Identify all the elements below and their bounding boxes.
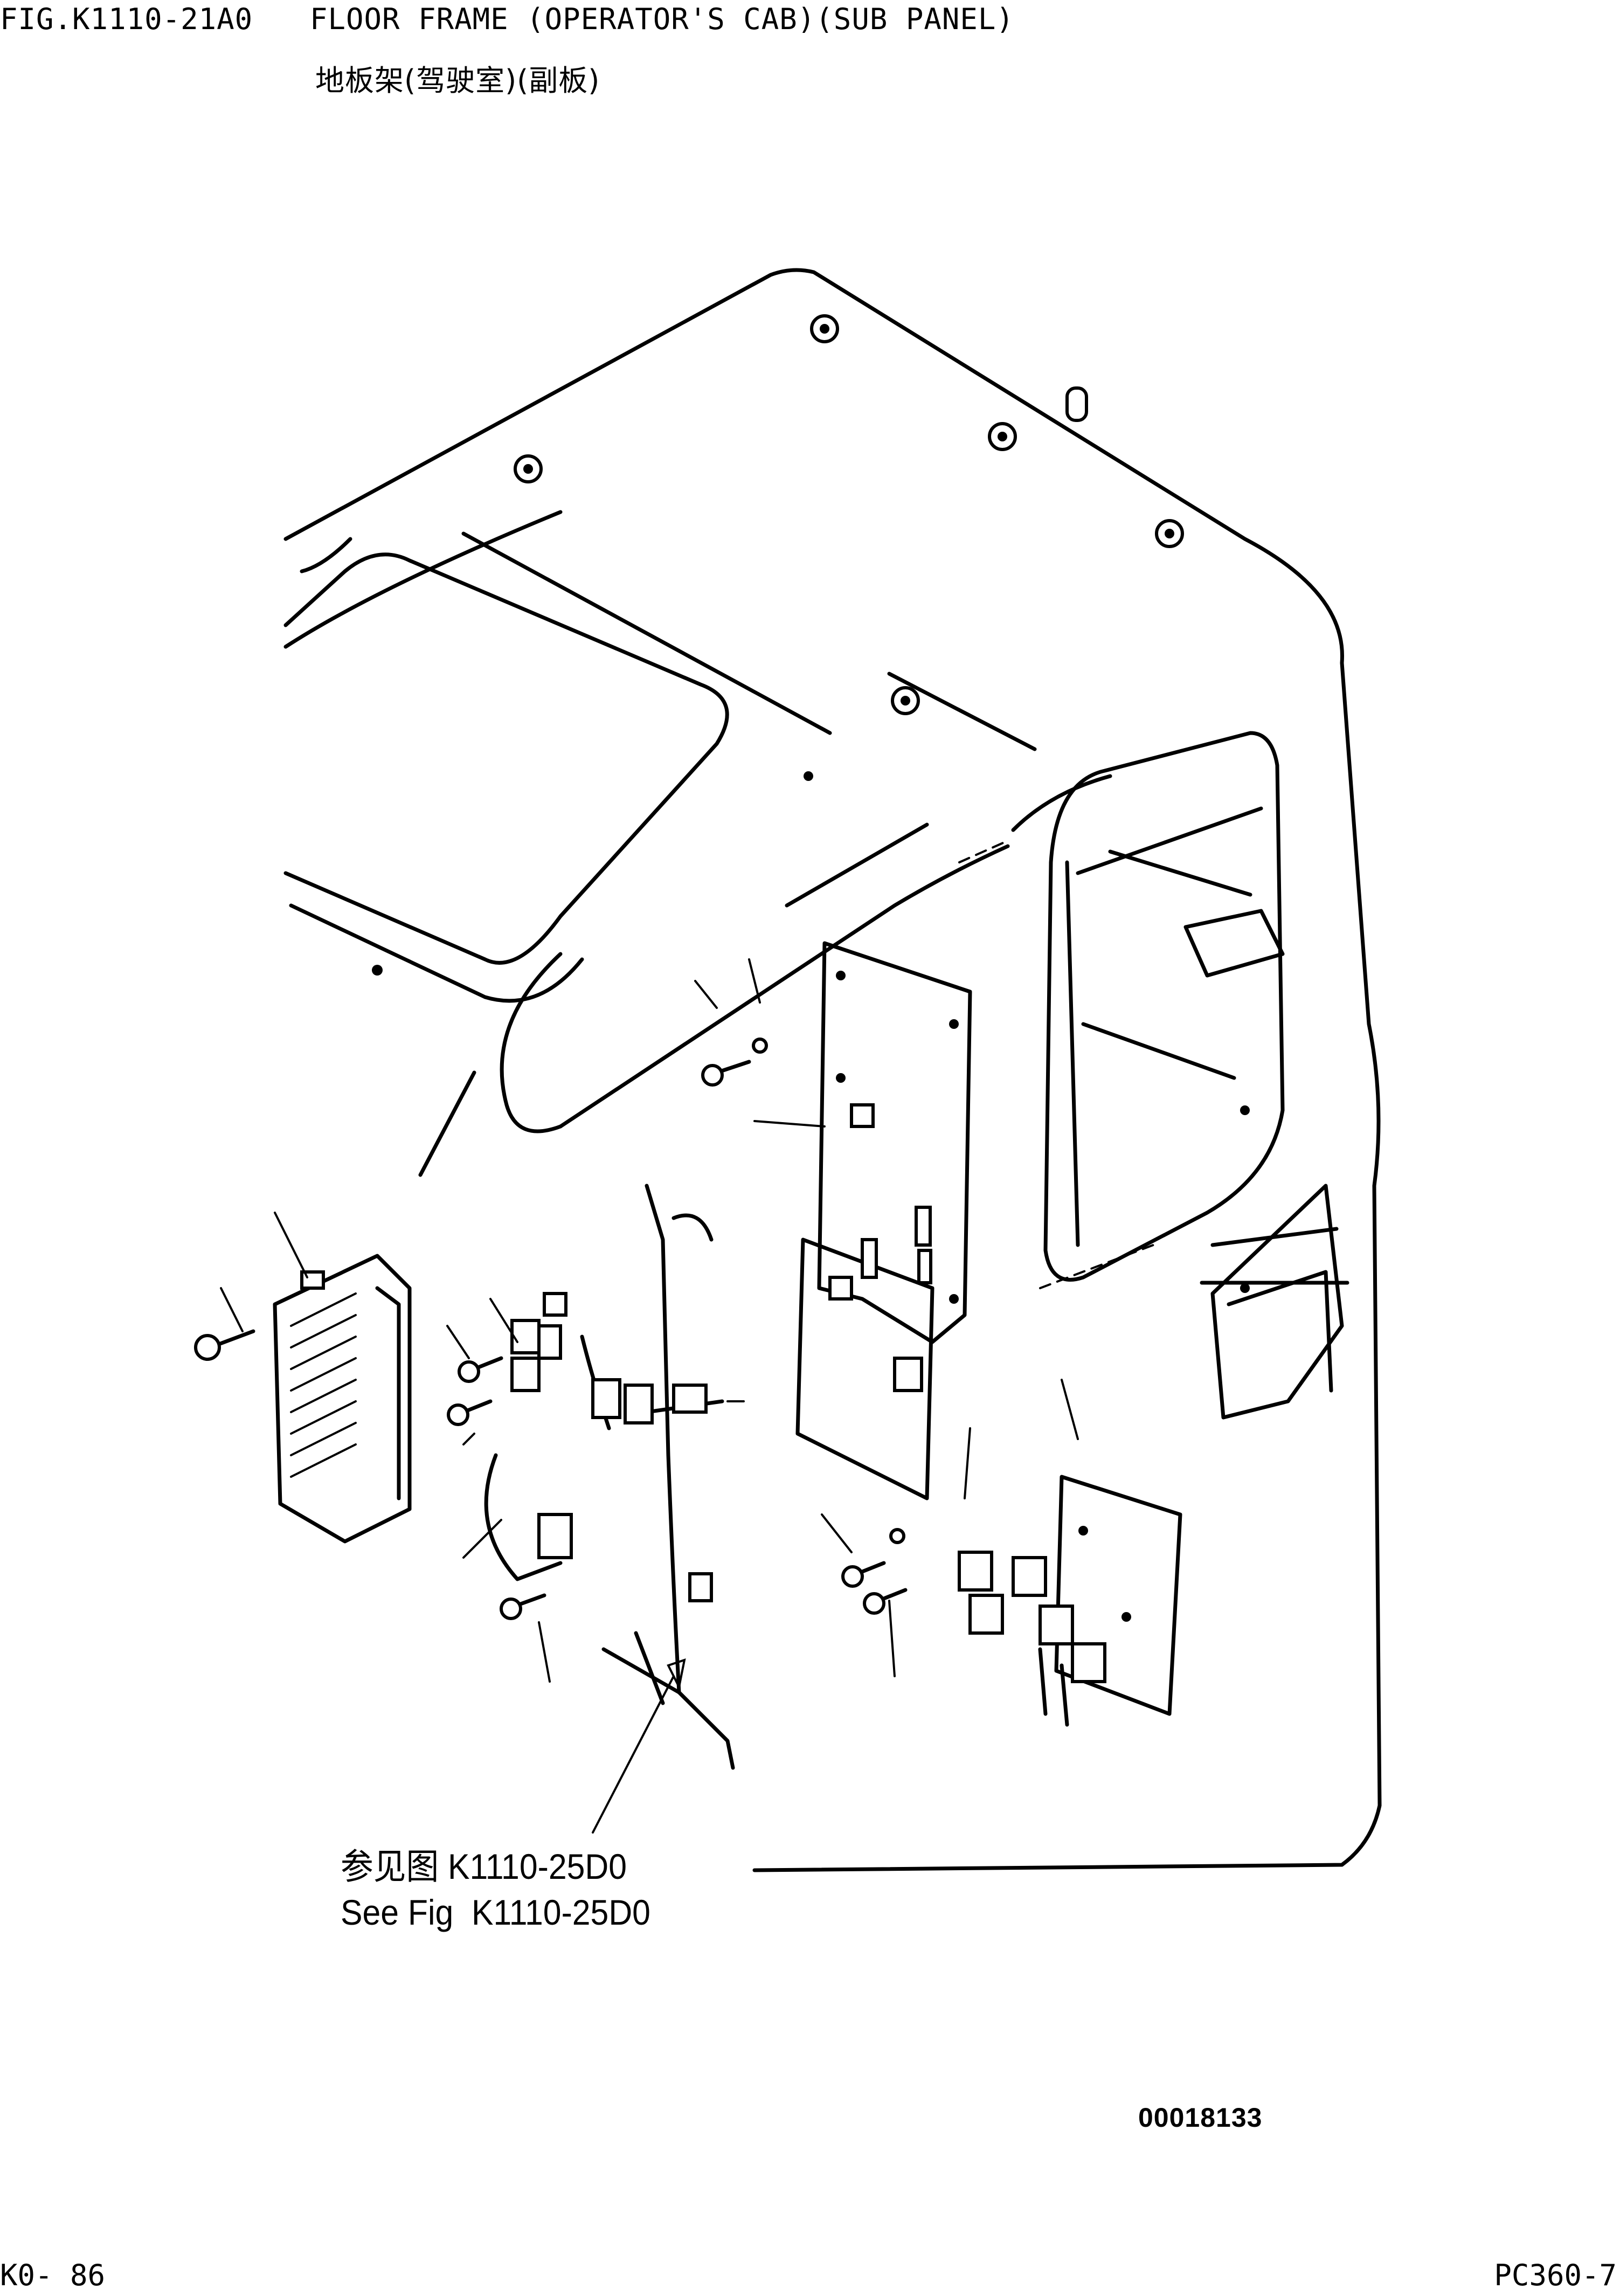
controller-unit xyxy=(273,1254,412,1544)
figure-code: FIG.K1110-21A0 xyxy=(0,2,253,36)
cab-side-window xyxy=(1043,731,1349,1420)
mounting-bolts xyxy=(194,1038,908,1620)
page-number: K0- 86 xyxy=(0,2258,106,2292)
reference-text-english: See Fig K1110-25D0 xyxy=(341,1892,650,1932)
figure-title-chinese: 地板架(驾驶室)(副板) xyxy=(315,64,600,98)
figure-title: FLOOR FRAME (OPERATOR'S CAB)(SUB PANEL) xyxy=(310,2,1014,36)
wiring-harness xyxy=(484,1184,735,1770)
lower-sub-plate xyxy=(958,1475,1182,1727)
leader-lines xyxy=(220,840,1154,1834)
cab-roof xyxy=(283,268,1382,1872)
image-number: 00018133 xyxy=(1138,2103,1263,2133)
model-number: PC360-7 xyxy=(1494,2258,1617,2292)
reference-text-chinese: 参见图 K1110-25D0 xyxy=(341,1847,627,1886)
sub-panel-plate xyxy=(795,941,972,1500)
roof-bolt-holes xyxy=(372,314,1184,976)
